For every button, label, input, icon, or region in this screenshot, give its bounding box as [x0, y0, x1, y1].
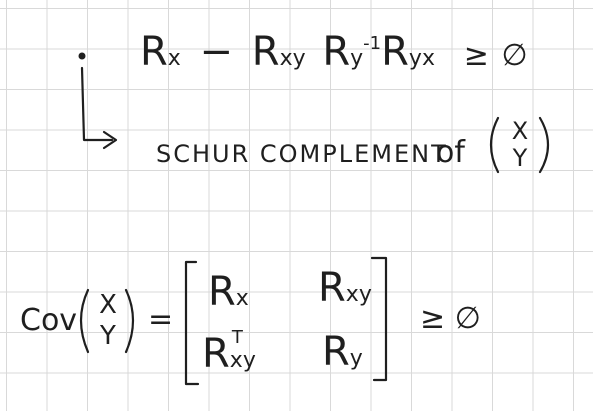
line1-expression: Rx − Rxy Ry-1Ryx ≥ ∅	[140, 32, 528, 72]
r-x: R	[140, 29, 168, 75]
r-xy-sub: xy	[279, 46, 306, 71]
geq-sign: ≥	[463, 38, 489, 73]
schur-left-paren	[489, 116, 500, 174]
matrix-entry-11: Rx	[208, 269, 249, 315]
empty-set-symbol: ∅	[501, 38, 528, 73]
cov-label: Cov	[20, 303, 78, 338]
matrix-entry-12: Rxy	[318, 265, 372, 311]
matrix-left-bracket	[184, 260, 200, 386]
cov-right-paren	[124, 288, 135, 354]
cov-left-paren	[79, 288, 90, 354]
schur-caption: SCHUR COMPLEMENT	[156, 142, 448, 166]
r-xy: R	[251, 29, 280, 75]
schur-right-paren	[538, 116, 550, 174]
cov-vector-top: X	[99, 290, 117, 320]
inverse-exponent: -1	[363, 33, 382, 54]
arrow-stem	[80, 66, 114, 142]
r-yx-sub: yx	[408, 46, 435, 71]
of-word: of	[436, 135, 465, 170]
r-y-sub: y	[350, 46, 364, 71]
r-x-sub: x	[167, 46, 181, 71]
cov-vector-bottom: Y	[100, 321, 116, 351]
r-yx: R	[381, 29, 409, 75]
schur-vector-bottom: Y	[512, 144, 528, 172]
minus-sign: −	[199, 29, 234, 75]
schur-complement-text: SCHUR COMPLEMENT	[156, 140, 448, 168]
schur-vector: X Y	[508, 118, 532, 172]
equals-sign: =	[148, 302, 174, 337]
empty-set-symbol-2: ∅	[454, 301, 481, 336]
arrow-head	[102, 130, 118, 150]
matrix-entry-22: Ry	[322, 329, 363, 375]
bullet-dot	[78, 52, 86, 60]
r-y: R	[322, 29, 351, 75]
transpose-mark: T	[231, 327, 243, 348]
matrix-right-bracket	[370, 256, 388, 382]
matrix-entry-21: RxyT	[202, 327, 256, 377]
schur-vector-top: X	[511, 117, 529, 145]
matrix-psd-sign: ≥ ∅	[420, 304, 481, 334]
cov-vector: X Y	[96, 290, 120, 352]
geq-sign-2: ≥	[420, 301, 446, 336]
